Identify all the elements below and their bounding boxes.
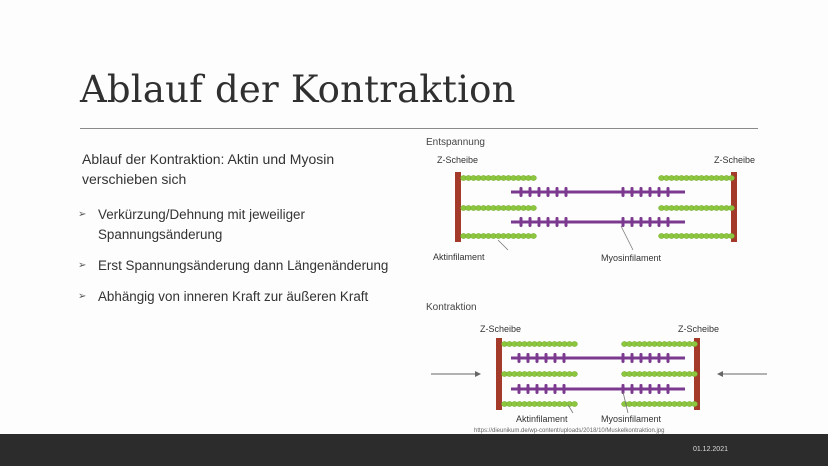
bullet-item: ➢ Erst Spannungsänderung dann Längenände… bbox=[78, 256, 418, 276]
bullet-list: ➢ Verkürzung/Dehnung mit jeweiliger Span… bbox=[78, 205, 418, 318]
force-arrow-left-icon bbox=[431, 371, 481, 377]
contracted-myosin-label: Myosinfilament bbox=[601, 414, 662, 424]
bullet-text: Abhängig von inneren Kraft zur äußeren K… bbox=[98, 289, 369, 304]
relaxed-z-right-label: Z-Scheibe bbox=[714, 155, 755, 165]
footer-date: 01.12.2021 bbox=[692, 446, 728, 453]
relaxed-myosin-label: Myosinfilament bbox=[601, 253, 662, 263]
arrowhead-bullet-icon: ➢ bbox=[78, 209, 87, 220]
bullet-text: Verkürzung/Dehnung mit jeweiliger Spannu… bbox=[98, 207, 305, 242]
myosin-filaments bbox=[511, 187, 685, 227]
force-arrow-right-icon bbox=[717, 371, 767, 377]
contracted-heading: Kontraktion bbox=[426, 302, 477, 313]
actin-filaments bbox=[460, 175, 735, 239]
relaxed-panel: Entspannung Z-Scheibe Z-Scheibe Aktinfil… bbox=[426, 137, 755, 263]
myosin-callout-line bbox=[622, 391, 629, 414]
myosin-callout-line bbox=[620, 225, 634, 251]
actin-callout-line bbox=[567, 404, 574, 414]
title-divider bbox=[80, 128, 758, 129]
relaxed-z-left-label: Z-Scheibe bbox=[437, 155, 478, 165]
arrowhead-bullet-icon: ➢ bbox=[78, 260, 87, 271]
relaxed-heading: Entspannung bbox=[426, 137, 485, 148]
arrowhead-bullet-icon: ➢ bbox=[78, 291, 87, 302]
myosin-filaments bbox=[511, 353, 685, 394]
contracted-z-right-label: Z-Scheibe bbox=[678, 324, 719, 334]
contracted-z-left-label: Z-Scheibe bbox=[480, 324, 521, 334]
sarcomere-figure: Entspannung Z-Scheibe Z-Scheibe Aktinfil… bbox=[423, 130, 773, 440]
contracted-actin-label: Aktinfilament bbox=[516, 414, 568, 424]
bullet-text: Erst Spannungsänderung dann Längenänderu… bbox=[98, 258, 389, 273]
image-source-link[interactable]: https://dieunikum.de/wp-content/uploads/… bbox=[474, 428, 665, 434]
actin-callout-line bbox=[497, 239, 509, 251]
intro-text: Ablauf der Kontraktion: Aktin und Myosin… bbox=[82, 151, 335, 187]
slide-title: Ablauf der Kontraktion bbox=[80, 68, 516, 111]
bullet-item: ➢ Verkürzung/Dehnung mit jeweiliger Span… bbox=[78, 205, 418, 245]
contracted-panel: Kontraktion Z-Scheibe Z-Scheibe Aktinfil… bbox=[426, 302, 767, 424]
bullet-item: ➢ Abhängig von inneren Kraft zur äußeren… bbox=[78, 287, 418, 307]
z-disc-left bbox=[455, 172, 461, 242]
actin-filaments bbox=[501, 341, 698, 407]
z-disc-left bbox=[496, 338, 502, 410]
footer-bar: 01.12.2021 bbox=[0, 434, 828, 466]
relaxed-actin-label: Aktinfilament bbox=[433, 252, 485, 262]
